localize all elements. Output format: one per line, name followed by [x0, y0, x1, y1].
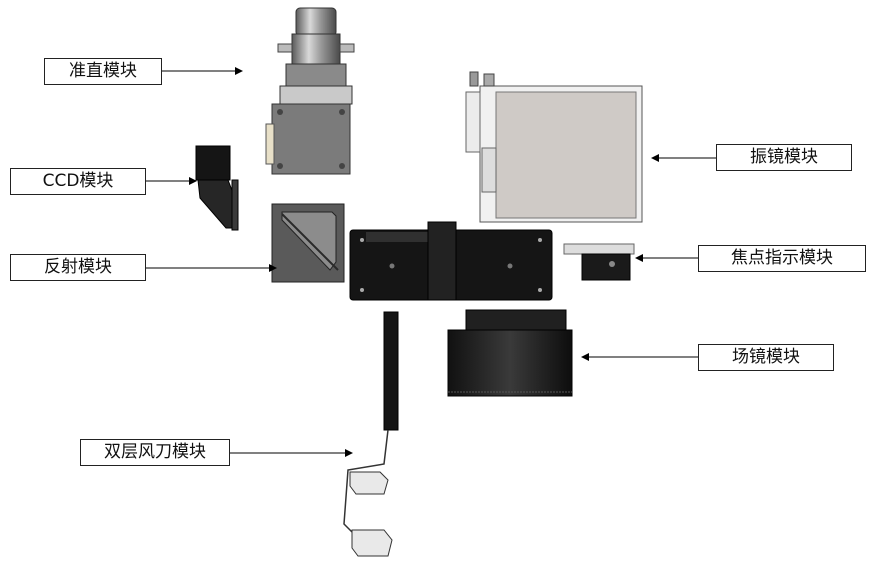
callout-arrows	[146, 67, 716, 457]
air-knife-module-drawing	[343, 311, 399, 557]
base-plate-drawing	[349, 221, 553, 301]
collimation-module-label: 准直模块	[44, 58, 162, 85]
reflection-module-drawing	[271, 203, 345, 283]
focus-indicator-module-drawing	[563, 243, 635, 281]
galvo-module-label: 振镜模块	[716, 144, 852, 171]
collimation-module-drawing	[265, 7, 355, 175]
field-lens-module-drawing	[447, 309, 573, 397]
field-lens-module-label: 场镜模块	[698, 344, 834, 371]
ccd-module-label: CCD模块	[10, 168, 146, 195]
ccd-module-drawing	[195, 145, 239, 231]
reflection-module-label: 反射模块	[10, 254, 146, 281]
focus-indicator-module-label: 焦点指示模块	[698, 245, 866, 272]
galvo-module-drawing	[465, 71, 643, 223]
air-knife-module-label: 双层风刀模块	[80, 439, 230, 466]
